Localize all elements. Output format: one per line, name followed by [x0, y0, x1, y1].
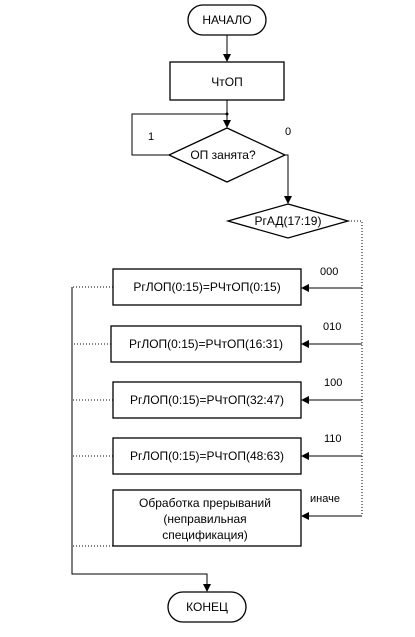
interrupt-box — [112, 489, 302, 547]
assign-label-4: РгЛОП(0:15)=РЧтОП(48:63) — [130, 449, 284, 463]
end-label: КОНЕЦ — [186, 600, 228, 614]
address-decision-label: РгАД(17:19) — [255, 214, 322, 228]
busy-decision — [167, 127, 287, 183]
case-010-label: 010 — [323, 321, 341, 333]
busy-no-label: 0 — [285, 126, 291, 138]
assign-box-1 — [112, 268, 302, 306]
switch-bus — [348, 220, 363, 516]
assign-box-4 — [112, 437, 302, 475]
assign-label-3: РгЛОП(0:15)=РЧтОП(32:47) — [130, 393, 284, 407]
assign-label-1: РгЛОП(0:15)=РЧтОП(0:15) — [133, 280, 280, 294]
busy-decision-label: ОП занята? — [190, 148, 256, 162]
case-110-label: 110 — [324, 433, 342, 445]
case-000-label: 000 — [320, 266, 338, 278]
loop-junction — [225, 112, 229, 116]
collector-to-end — [71, 287, 211, 592]
interrupt-label-line3: спецификация) — [162, 528, 248, 542]
read-op-box — [169, 61, 285, 101]
assign-box-3 — [112, 381, 302, 419]
assign-label-2: РгЛОП(0:15)=РЧтОП(16:31) — [129, 337, 283, 351]
case-100-label: 100 — [324, 377, 342, 389]
address-decision — [225, 203, 351, 239]
start-label: НАЧАЛО — [202, 13, 251, 27]
edge-busy-yes-loop — [131, 113, 227, 156]
interrupt-label-line1: Обработка прерываний — [139, 496, 271, 510]
busy-yes-label: 1 — [148, 131, 154, 143]
case-else-label: иначе — [310, 493, 340, 505]
edge-busy-no — [284, 154, 292, 204]
read-op-label: ЧтОП — [211, 75, 242, 89]
interrupt-label-line2: (неправильная — [163, 512, 246, 526]
end-terminal — [167, 591, 247, 623]
assign-box-2 — [110, 325, 302, 363]
